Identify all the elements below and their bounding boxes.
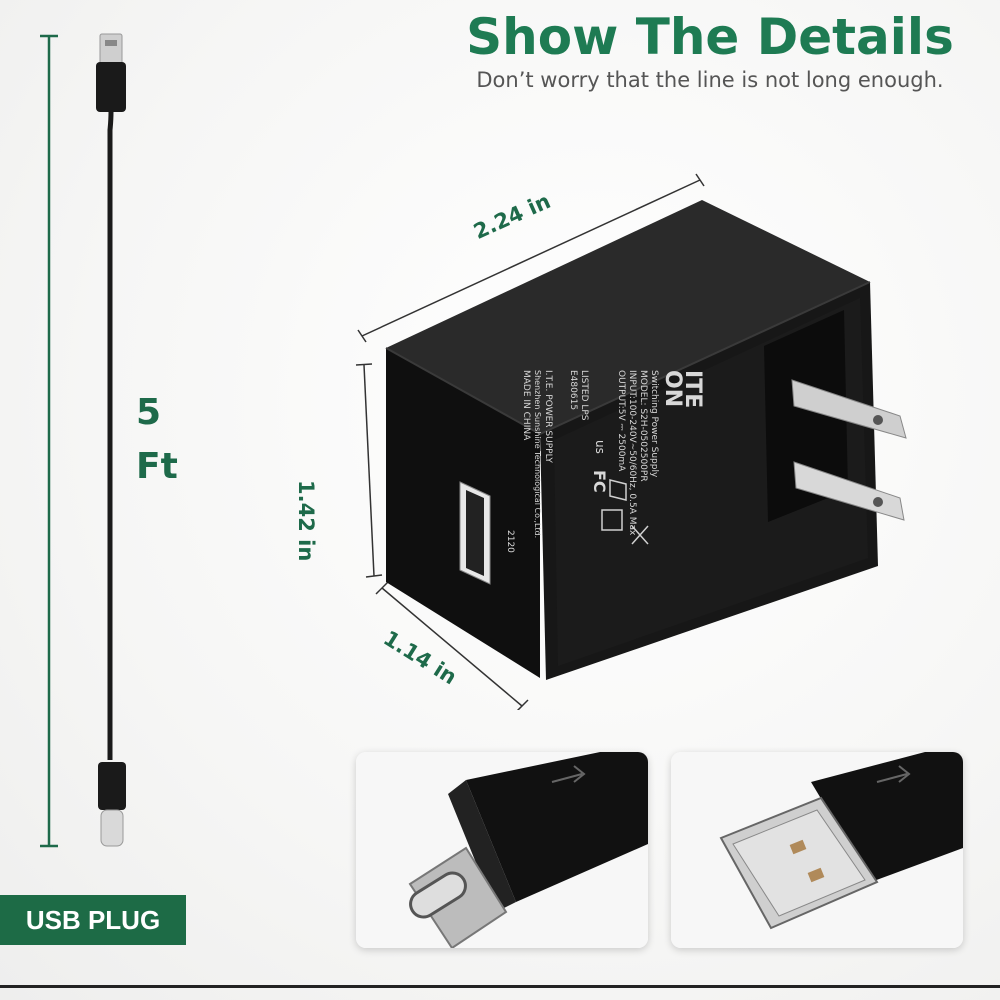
length-dim-line bbox=[361, 179, 701, 337]
label-line-8: Shenzhen Sunshine Technological Co.,Ltd. bbox=[533, 370, 542, 538]
cable-length-value: 5 bbox=[136, 392, 162, 433]
label-us-mark: us bbox=[593, 440, 607, 454]
label-line-7: I.T.E. POWER SUPPLY bbox=[543, 370, 553, 463]
width-dim-line bbox=[381, 587, 523, 707]
page-title: Show The Details bbox=[466, 8, 954, 66]
cable-illustration bbox=[40, 33, 126, 848]
usb-port bbox=[459, 481, 491, 585]
label-line-9: MADE IN CHINA bbox=[521, 370, 531, 441]
power-adapter: ITE ON Switching Power Supply MODEL: S2H… bbox=[355, 173, 907, 710]
label-line-5: LISTED LPS bbox=[579, 370, 589, 421]
cable-length-unit: Ft bbox=[136, 446, 178, 487]
label-line-10: 2120 bbox=[505, 530, 515, 553]
bottom-divider bbox=[0, 985, 1000, 988]
label-line-3: INPUT:100-240V~50/60Hz, 0.5A Max bbox=[627, 370, 637, 536]
usb-a-plug-icon bbox=[96, 33, 126, 112]
usb-plug-badge: USB PLUG bbox=[0, 895, 186, 945]
usb-a-connector-icon bbox=[719, 752, 963, 930]
page-subtitle: Don’t worry that the line is not long en… bbox=[476, 68, 944, 92]
usb-c-closeup-card bbox=[356, 752, 648, 948]
label-line-6: E480615 bbox=[568, 370, 578, 410]
usb-c-connector-icon bbox=[408, 752, 648, 948]
cert-icons bbox=[601, 479, 649, 545]
label-line-4: OUTPUT:5V ⎓ 2500mA bbox=[616, 370, 626, 472]
usb-a-closeup-card bbox=[671, 752, 963, 948]
usb-trident-icon bbox=[876, 765, 911, 783]
brand-logo-top: ITE bbox=[680, 370, 705, 408]
usb-c-plug-icon bbox=[98, 762, 126, 847]
height-dim-line bbox=[363, 364, 375, 577]
usb-trident-icon bbox=[551, 765, 586, 783]
label-line-1: Switching Power Supply bbox=[649, 370, 659, 478]
cable-length-measure bbox=[40, 34, 58, 848]
brand-logo-bottom: ON bbox=[660, 370, 685, 407]
label-fc-mark: FC bbox=[590, 470, 609, 493]
plug-prong-bottom bbox=[793, 461, 905, 521]
plug-prong-top bbox=[791, 379, 907, 439]
height-dimension: 1.42 in bbox=[294, 480, 318, 562]
label-line-2: MODEL: S2H-0502500PR bbox=[638, 370, 648, 482]
